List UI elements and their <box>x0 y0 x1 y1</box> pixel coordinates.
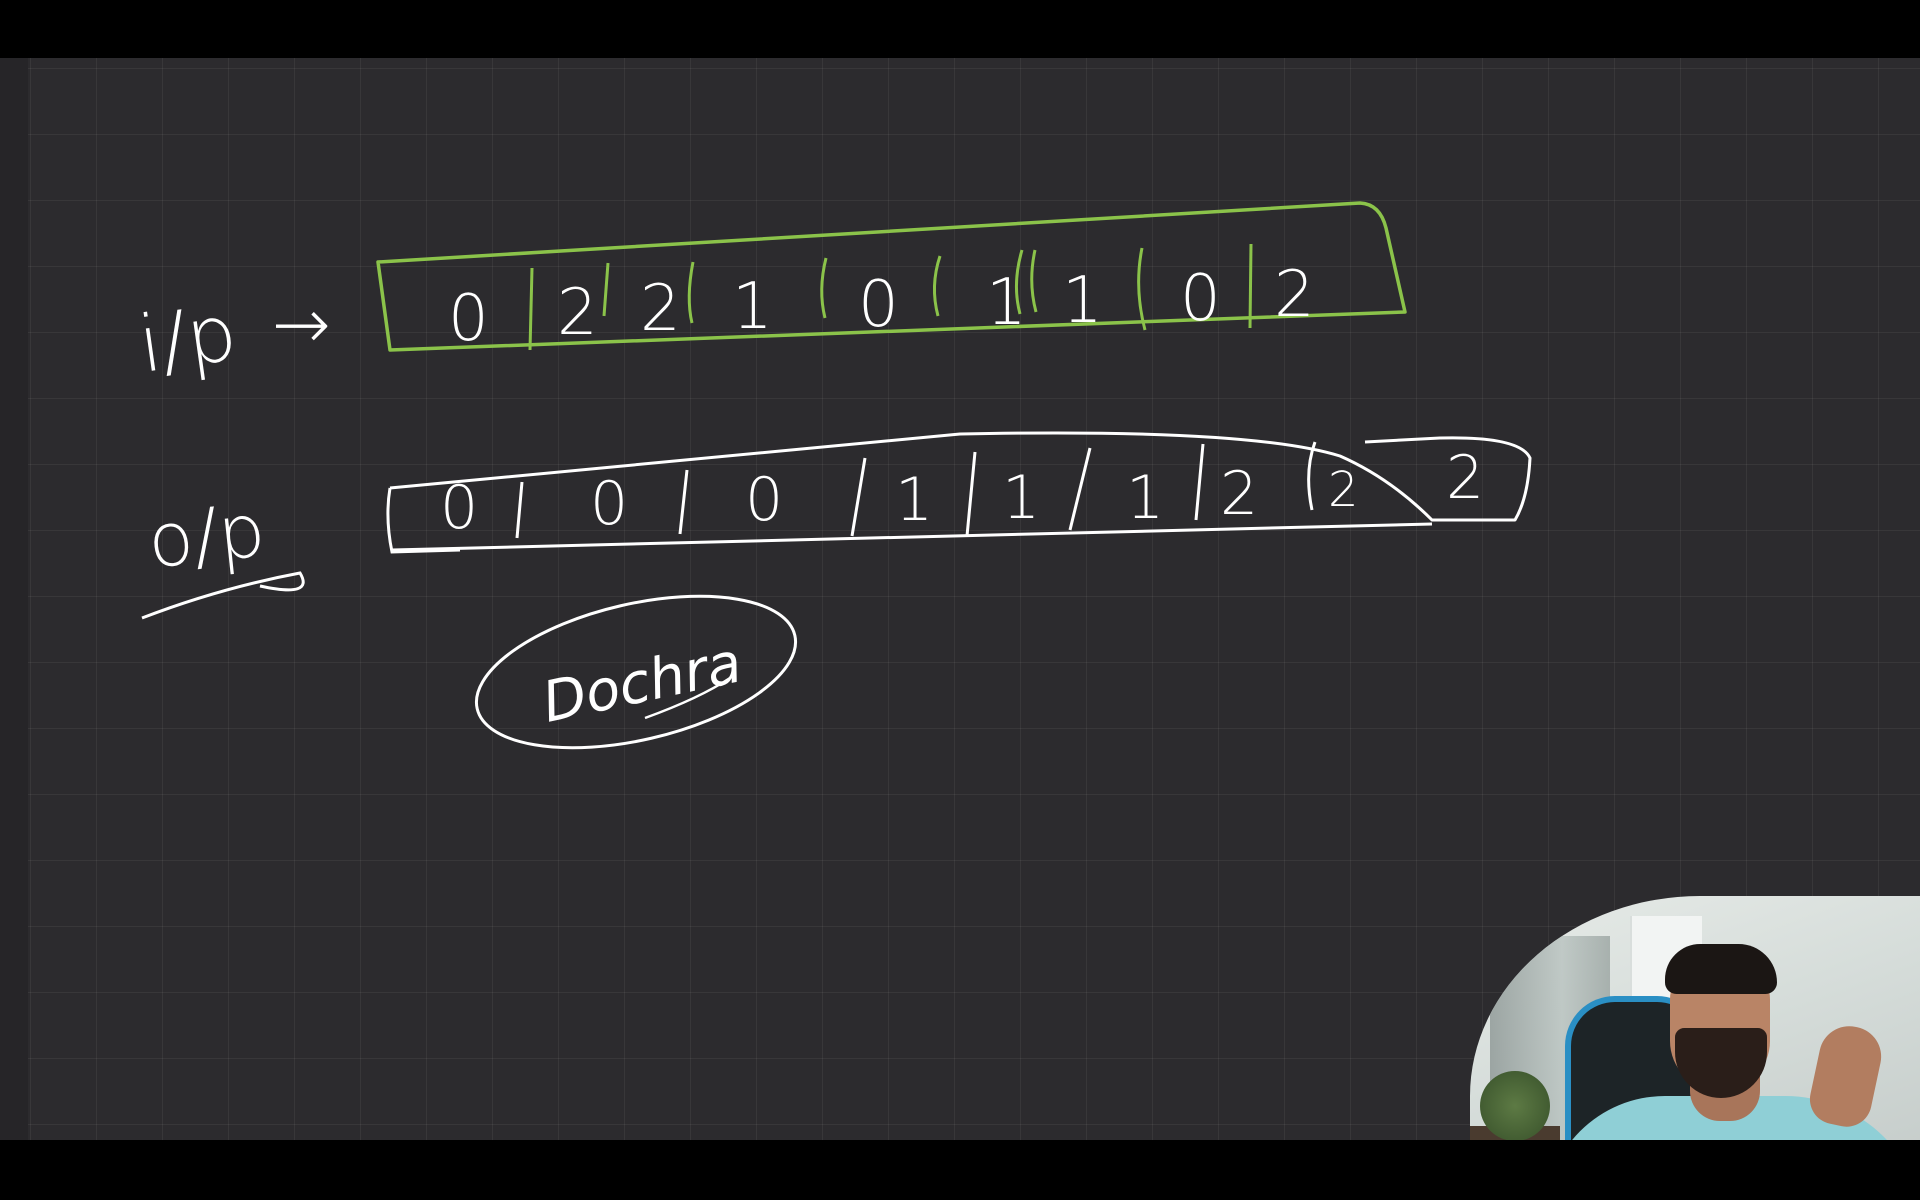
input-value-7: 0 <box>1180 262 1221 336</box>
note-circle <box>474 594 798 750</box>
output-label: o/p <box>144 487 270 585</box>
input-value-0: 0 <box>448 282 489 356</box>
input-value-3: 1 <box>732 270 773 344</box>
output-array-values: 0 0 0 1 1 1 2 2 2 <box>440 443 1484 543</box>
output-value-1: 0 <box>590 469 628 539</box>
output-value-8: 2 <box>1446 443 1484 513</box>
output-value-2: 0 <box>745 465 783 535</box>
input-array-values: 0 2 2 1 0 1 1 0 2 <box>448 258 1315 356</box>
input-value-4: 0 <box>858 268 899 342</box>
input-value-1: 2 <box>557 276 598 350</box>
output-value-6: 2 <box>1220 459 1258 529</box>
background-plant <box>1480 1071 1550 1140</box>
input-value-2: 2 <box>640 272 681 346</box>
top-letterbox <box>0 0 1920 58</box>
input-value-5: 1 <box>986 266 1027 340</box>
output-array-left-edge <box>386 487 461 554</box>
presenter-hair <box>1665 944 1777 994</box>
input-array-outline <box>376 201 1407 352</box>
output-value-0: 0 <box>440 473 478 543</box>
whiteboard-canvas[interactable]: i/p → 0 2 2 1 0 1 1 0 2 o/p <box>0 58 1920 1140</box>
input-label: i/p <box>133 288 242 391</box>
bottom-letterbox <box>0 1140 1920 1200</box>
output-value-5: 1 <box>1126 463 1164 533</box>
input-cell-dividers <box>528 243 1253 351</box>
canvas-left-edge <box>0 58 28 1140</box>
input-value-6: 1 <box>1062 264 1103 338</box>
presenter-hand <box>1805 1020 1887 1132</box>
output-value-3: 1 <box>895 465 933 535</box>
output-value-7: 2 <box>1328 462 1359 518</box>
input-arrow: → <box>272 283 331 365</box>
input-value-8: 2 <box>1274 258 1315 332</box>
note-underline <box>644 676 731 720</box>
output-array-bottom-edge <box>391 522 1433 552</box>
note-text: Dochra <box>537 630 747 735</box>
output-value-4: 1 <box>1002 463 1040 533</box>
output-array-outline <box>389 431 1532 522</box>
ink-layer: i/p → 0 2 2 1 0 1 1 0 2 o/p <box>133 201 1532 750</box>
output-label-underline <box>141 571 305 620</box>
output-cell-dividers <box>515 441 1317 539</box>
webcam-overlay: PW <box>1470 896 1920 1140</box>
